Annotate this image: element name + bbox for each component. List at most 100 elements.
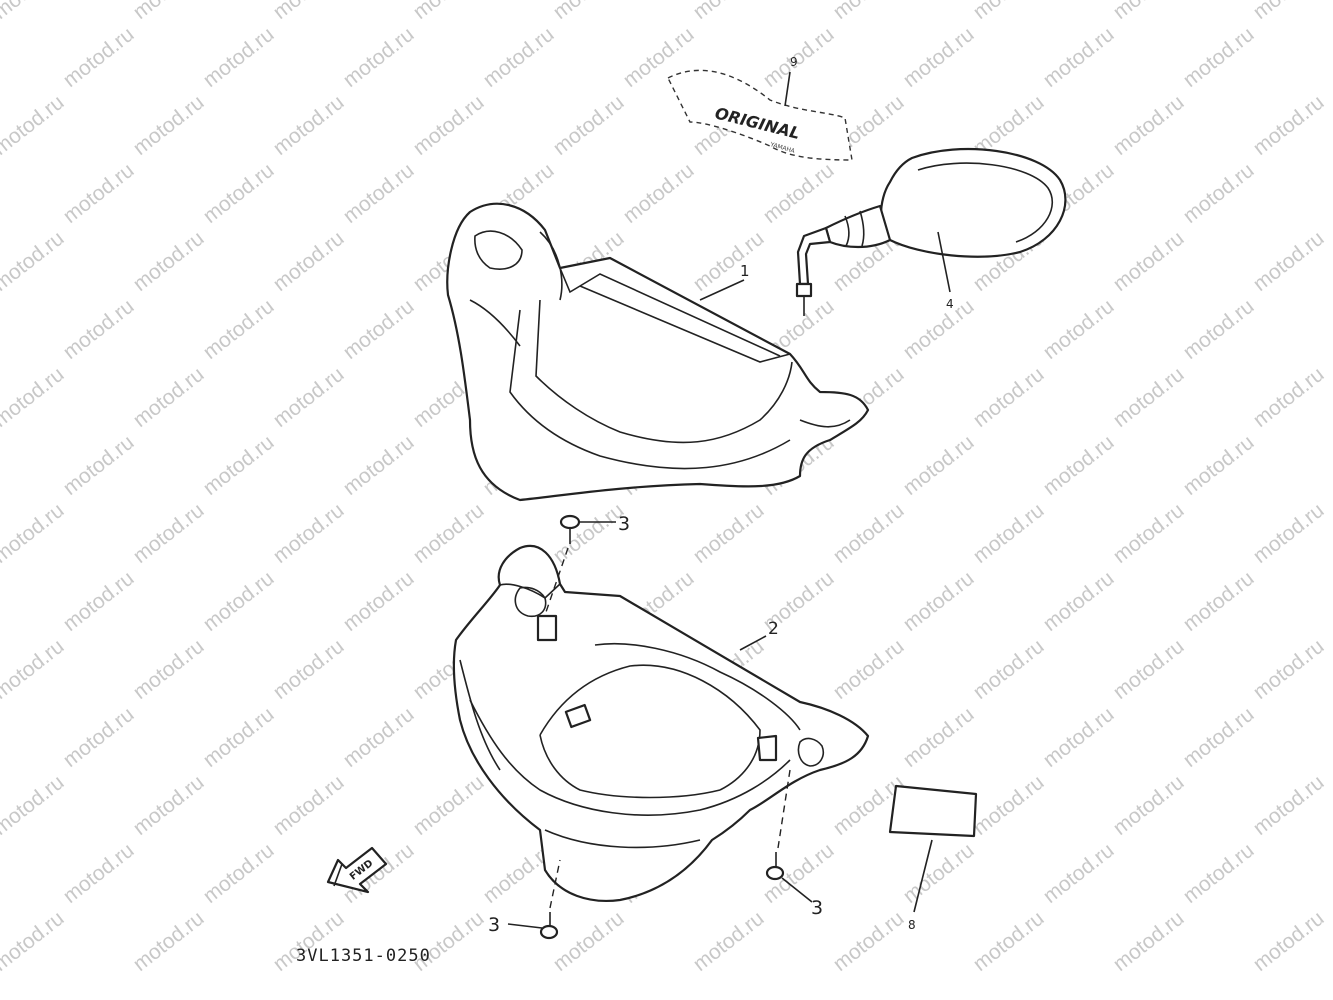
watermark-text: motod.ru	[0, 91, 68, 160]
watermark-text: motod.ru	[59, 839, 138, 908]
watermark-text: motod.ru	[829, 907, 908, 976]
callout-8[interactable]: 8	[908, 918, 916, 932]
watermark-text: motod.ru	[1249, 0, 1328, 24]
watermark-text: motod.ru	[1249, 635, 1328, 704]
watermark-text: motod.ru	[199, 839, 278, 908]
watermark-text: motod.ru	[269, 91, 348, 160]
watermark-text: motod.ru	[1179, 295, 1258, 364]
watermark-text: motod.ru	[1249, 363, 1328, 432]
callout-1[interactable]: 1	[740, 262, 750, 280]
watermark-text: motod.ru	[1109, 635, 1188, 704]
part-3-screw-bottom-left[interactable]	[539, 859, 561, 940]
watermark-text: motod.ru	[969, 635, 1048, 704]
watermark-text: motod.ru	[689, 907, 768, 976]
watermark-text: motod.ru	[199, 567, 278, 636]
watermark-text: motod.ru	[1109, 499, 1188, 568]
watermark-text: motod.ru	[899, 295, 978, 364]
watermark-text: motod.ru	[1109, 91, 1188, 160]
watermark-text: motod.ru	[689, 227, 768, 296]
watermark-text: motod.ru	[829, 0, 908, 24]
callout-2[interactable]: 2	[768, 619, 779, 639]
watermark-text: motod.ru	[1039, 703, 1118, 772]
watermark-text: motod.ru	[689, 499, 768, 568]
watermark-text: motod.ru	[0, 771, 68, 840]
watermark-text: motod.ru	[59, 159, 138, 228]
watermark-text: motod.ru	[1039, 295, 1118, 364]
part-2-lower-handle-cover[interactable]	[452, 544, 870, 902]
watermark-text: motod.ru	[969, 0, 1048, 24]
callout-3-bottom-right[interactable]: 3	[811, 897, 823, 919]
watermark-text: motod.ru	[1039, 431, 1118, 500]
watermark-text: motod.ru	[409, 91, 488, 160]
watermark-text: motod.ru	[0, 227, 68, 296]
watermark-text: motod.ru	[1109, 771, 1188, 840]
watermark-text: motod.ru	[339, 703, 418, 772]
watermark-text: motod.ru	[59, 703, 138, 772]
leader-lines	[507, 71, 951, 929]
watermark-text: motod.ru	[549, 0, 628, 24]
watermark-text: motod.ru	[129, 771, 208, 840]
watermark-text: motod.ru	[1249, 499, 1328, 568]
watermark-text: motod.ru	[829, 635, 908, 704]
callout-3-bottom-left[interactable]: 3	[488, 914, 500, 936]
watermark-text: motod.ru	[199, 431, 278, 500]
watermark-text: motod.ru	[1109, 907, 1188, 976]
watermark-text: motod.ru	[199, 159, 278, 228]
part-1-upper-handle-cover[interactable]	[446, 202, 870, 502]
watermark-text: motod.ru	[969, 499, 1048, 568]
watermark-text: motod.ru	[339, 159, 418, 228]
watermark-text: motod.ru	[1039, 839, 1118, 908]
part-3-screw-bottom-right[interactable]	[765, 769, 791, 881]
watermark-text: motod.ru	[759, 159, 838, 228]
watermark-text: motod.ru	[1249, 227, 1328, 296]
watermark-text: motod.ru	[0, 635, 68, 704]
watermark-text: motod.ru	[199, 295, 278, 364]
watermark-text: motod.ru	[1109, 0, 1188, 24]
watermark-text: motod.ru	[269, 0, 348, 24]
watermark-text: motod.ru	[1179, 431, 1258, 500]
watermark-text: motod.ru	[1179, 23, 1258, 92]
watermark-text: motod.ru	[1249, 771, 1328, 840]
watermark-text: motod.ru	[759, 23, 838, 92]
watermark-text: motod.ru	[129, 227, 208, 296]
watermark-text: motod.ru	[1249, 907, 1328, 976]
watermark-text: motod.ru	[199, 703, 278, 772]
watermark-text: motod.ru	[549, 91, 628, 160]
watermark-text: motod.ru	[339, 567, 418, 636]
watermark-text: motod.ru	[899, 431, 978, 500]
watermark-text: motod.ru	[0, 0, 68, 24]
watermark-text: motod.ru	[1179, 703, 1258, 772]
watermark-text: motod.ru	[409, 499, 488, 568]
watermark-text: motod.ru	[969, 907, 1048, 976]
watermark-text: motod.ru	[1039, 23, 1118, 92]
watermark-text: motod.ru	[129, 91, 208, 160]
watermark-text: motod.ru	[1109, 363, 1188, 432]
part-8-label[interactable]	[888, 784, 978, 913]
watermark-text: motod.ru	[129, 499, 208, 568]
watermark-text: motod.ru	[269, 227, 348, 296]
watermark-text: motod.ru	[59, 23, 138, 92]
watermark-text: motod.ru	[59, 431, 138, 500]
watermark-text: motod.ru	[409, 0, 488, 24]
watermark-text: motod.ru	[199, 23, 278, 92]
watermark-text: motod.ru	[339, 23, 418, 92]
watermark-text: motod.ru	[969, 363, 1048, 432]
watermark-text: motod.ru	[59, 295, 138, 364]
watermark-text: motod.ru	[899, 23, 978, 92]
watermark-text: motod.ru	[1179, 567, 1258, 636]
watermark-text: motod.ru	[269, 635, 348, 704]
watermark-text: motod.ru	[409, 771, 488, 840]
watermark-text: motod.ru	[129, 635, 208, 704]
callout-9[interactable]: 9	[790, 55, 798, 69]
watermark-text: motod.ru	[689, 0, 768, 24]
watermark-text: motod.ru	[129, 0, 208, 24]
watermark-text: motod.ru	[899, 839, 978, 908]
part-4-mirror[interactable]	[795, 148, 1067, 316]
watermark-text: motod.ru	[0, 363, 68, 432]
callout-4[interactable]: 4	[946, 297, 954, 311]
watermark-text: motod.ru	[899, 567, 978, 636]
watermark-text: motod.ru	[619, 159, 698, 228]
watermark-text: motod.ru	[549, 907, 628, 976]
callout-3-top[interactable]: 3	[618, 513, 630, 535]
